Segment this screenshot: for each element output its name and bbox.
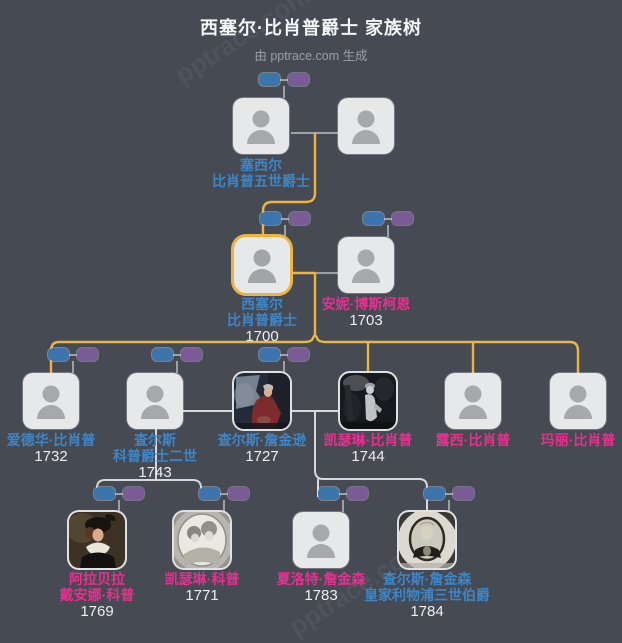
person-silhouette-icon [352,249,380,283]
avatar-placeholder [338,237,394,293]
portrait-painting [234,373,290,429]
person-box-lucy-bishopp[interactable]: 露西·比肖普 [436,373,510,448]
ancestor-pills[interactable] [152,348,202,373]
person-silhouette-icon [247,110,275,144]
portrait-painting [69,512,125,568]
ancestor-pills[interactable] [199,487,249,512]
female-ancestor-pill[interactable] [289,212,310,225]
portrait-image [69,512,125,568]
avatar-placeholder [233,98,289,154]
avatar-placeholder [23,373,79,429]
person-silhouette-icon [564,385,592,419]
avatar-placeholder [550,373,606,429]
page-title: 西塞尔·比肖普爵士 家族树 [200,18,422,38]
person-box-unnamed-spouse[interactable] [338,98,394,154]
descent-lines [96,410,428,512]
male-ancestor-pill[interactable] [424,487,445,500]
female-ancestor-pill[interactable] [228,487,249,500]
female-ancestor-pill[interactable] [288,73,309,86]
avatar-placeholder [445,373,501,429]
female-ancestor-pill[interactable] [123,487,144,500]
family-tree-canvas: pptrace.com pptrace.com 西塞尔·比肖普爵士 家族树 由 … [7,0,616,642]
person-silhouette-icon [459,385,487,419]
female-ancestor-pill[interactable] [347,487,368,500]
avatar-placeholder [234,237,290,293]
portrait-image [234,373,290,429]
person-silhouette-icon [307,524,335,558]
ancestor-pills[interactable] [259,348,309,373]
male-ancestor-pill[interactable] [199,487,220,500]
person-silhouette-icon [141,385,169,419]
ancestor-pills[interactable] [363,212,413,237]
avatar-placeholder [338,98,394,154]
ancestor-pills[interactable] [318,487,368,512]
ancestor-pills[interactable] [94,487,144,512]
male-ancestor-pill[interactable] [94,487,115,500]
person-silhouette-icon [352,110,380,144]
male-ancestor-pill[interactable] [259,73,280,86]
lineage-highlight-lines [49,133,580,373]
person-silhouette-icon [37,385,65,419]
portrait-image [399,512,455,568]
generator-credit: 由 pptrace.com 生成 [254,49,368,63]
ancestor-pills[interactable] [48,348,98,373]
female-ancestor-pill[interactable] [77,348,98,361]
avatar-placeholder [293,512,349,568]
female-ancestor-pill[interactable] [453,487,474,500]
male-ancestor-pill[interactable] [260,212,281,225]
male-ancestor-pill[interactable] [363,212,384,225]
male-ancestor-pill[interactable] [48,348,69,361]
ancestor-pills[interactable] [260,212,310,237]
tree-connector-lines [49,132,580,512]
person-box-mary-bishopp[interactable]: 玛丽·比肖普 [541,373,615,448]
portrait-image [340,373,396,429]
male-ancestor-pill[interactable] [318,487,339,500]
male-ancestor-pill[interactable] [259,348,280,361]
male-ancestor-pill[interactable] [152,348,173,361]
person-silhouette-icon [248,249,276,283]
portrait-engraving [399,512,455,568]
person-box-cecil-senior[interactable]: 塞西尔比肖普五世爵士 [212,98,310,189]
ancestor-pills[interactable] [259,73,309,98]
female-ancestor-pill[interactable] [181,348,202,361]
female-ancestor-pill[interactable] [288,348,309,361]
portrait-engraving [174,512,230,568]
portrait-image [174,512,230,568]
avatar-placeholder [127,373,183,429]
ancestor-pills[interactable] [424,487,474,512]
female-ancestor-pill[interactable] [392,212,413,225]
portrait-photo [340,373,396,429]
